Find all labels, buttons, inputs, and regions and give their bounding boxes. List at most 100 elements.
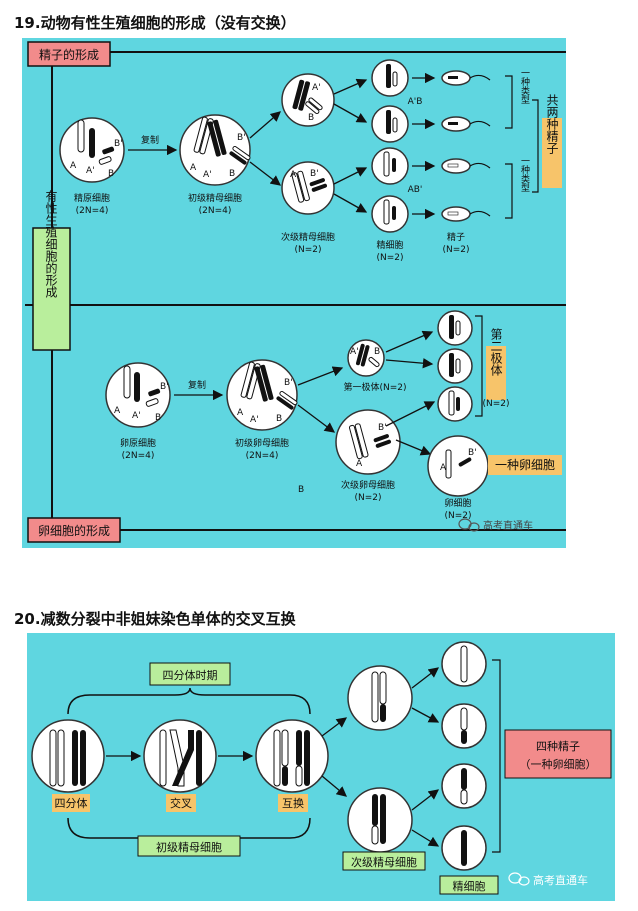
egg-cell: A B'	[427, 435, 489, 497]
svg-text:B': B'	[378, 423, 387, 433]
exchange-cell	[255, 719, 329, 793]
exchange-label: 互换	[282, 796, 304, 810]
primary-spermatocyte-label-20: 初级精母细胞	[156, 840, 222, 854]
svg-text:A': A'	[132, 411, 141, 421]
svg-text:B': B'	[160, 382, 169, 392]
sperm-3	[441, 158, 491, 174]
svg-text:B: B	[229, 169, 235, 179]
genotype-top: A'B	[408, 97, 423, 107]
primary-oocyte-ploidy: (2N=4)	[246, 451, 279, 461]
svg-text:A': A'	[250, 415, 259, 425]
second-polar-body-3	[437, 386, 473, 422]
crossover-cell	[143, 719, 217, 793]
tetrad-period-box	[149, 662, 231, 686]
primary-oocyte-cell: A A' B' B	[226, 359, 298, 431]
svg-text:B: B	[276, 414, 282, 424]
svg-text:B': B'	[284, 378, 293, 388]
figure-20: 四分体时期 四分体 交叉	[27, 633, 615, 901]
type-label-2: 一种类型	[519, 156, 530, 192]
egg-ploidy: (N=2)	[444, 511, 471, 521]
secondary-oocyte-ploidy: (N=2)	[354, 493, 381, 503]
secondary-spermatocyte-bottom-20	[347, 787, 413, 853]
spermatid-1	[371, 59, 409, 97]
secondary-oocyte-label: 次级卵母细胞	[341, 479, 395, 491]
secondary-oocyte-cell: A B'	[335, 409, 401, 475]
figure-20-title: 20.减数分裂中非姐妹染色单体的交叉互换	[14, 610, 296, 628]
sperm-cell-4-20	[441, 825, 487, 871]
one-egg-box	[488, 455, 562, 475]
svg-text:A: A	[356, 459, 363, 469]
crossover-label: 交叉	[170, 796, 192, 810]
spermatid-ploidy: (N=2)	[376, 253, 403, 263]
primary-spermatocyte-label: 初级精母细胞	[188, 192, 242, 204]
crossover-box	[166, 794, 196, 812]
sperm-formation-header	[27, 41, 111, 67]
type-label-1: 一种类型	[519, 68, 530, 104]
svg-text:A': A'	[350, 347, 359, 357]
sperm-cell-label-20: 精细胞	[453, 880, 486, 893]
oogonium-cell: A A' B' B	[105, 362, 171, 428]
primary-spermatocyte-cell: A A' B' B	[179, 114, 251, 186]
one-egg-label: 一种卵细胞	[495, 458, 555, 472]
second-polar-body-ploidy: (N=2)	[482, 399, 509, 409]
fig20-watermark: 高考直通车	[508, 872, 588, 887]
tetrad-label: 四分体	[55, 796, 88, 810]
spermatogonium-cell: A A' B' B	[59, 117, 125, 183]
svg-text:B: B	[155, 413, 161, 423]
second-polar-body-label: 第二极体	[489, 328, 503, 377]
sperm-label: 精子	[447, 231, 465, 243]
oogonium-label: 卵原细胞	[120, 437, 156, 449]
primary-oocyte-label: 初级卵母细胞	[235, 437, 289, 449]
secondary-spermatocyte-label: 次级精母细胞	[281, 231, 335, 243]
spermatogonium-ploidy: (2N=4)	[76, 206, 109, 216]
svg-text:B: B	[374, 347, 380, 357]
svg-text:B': B'	[468, 448, 477, 458]
egg-label: 卵细胞	[444, 497, 471, 509]
sperm-replication-label: 复制	[141, 134, 159, 146]
figure-19: 精子的形成 卵细胞的形成 有性生殖细胞的形成 A A' B' B 精原细胞 (2…	[22, 38, 566, 548]
spermatid-2	[371, 105, 409, 143]
spermatid-label: 精细胞	[376, 239, 403, 251]
four-sperm-label: 四种精子	[536, 739, 580, 753]
figure-19-title: 19.动物有性生殖细胞的形成（没有交换）	[14, 14, 296, 32]
egg-replication-label: 复制	[188, 379, 206, 391]
fig19-watermark: 高考直通车	[458, 518, 533, 532]
one-egg-note: （一种卵细胞）	[520, 757, 597, 771]
first-polar-body-cell: A' B	[347, 339, 385, 377]
sperm-ploidy: (N=2)	[442, 245, 469, 255]
sperm-cell-2-20	[441, 703, 487, 749]
tetrad-box	[52, 794, 90, 812]
svg-text:A': A'	[86, 166, 95, 176]
svg-text:B: B	[308, 113, 314, 123]
svg-text:A: A	[70, 161, 77, 171]
two-sperm-summary: 共两种精子	[545, 94, 559, 154]
svg-text:A: A	[290, 170, 297, 180]
exchange-box	[278, 794, 308, 812]
svg-text:高考直通车: 高考直通车	[483, 519, 533, 532]
svg-text:B': B'	[310, 169, 319, 179]
svg-text:A: A	[190, 163, 197, 173]
svg-text:A: A	[440, 463, 447, 473]
svg-text:高考直通车: 高考直通车	[533, 873, 588, 887]
first-polar-body-label: 第一极体(N=2)	[343, 381, 406, 393]
oogonium-ploidy: (2N=4)	[122, 451, 155, 461]
secondary-spermatocyte-top-cell: A' B	[281, 73, 335, 127]
svg-text:B': B'	[237, 133, 246, 143]
four-sperm-box	[504, 729, 612, 779]
svg-text:A': A'	[312, 83, 321, 93]
egg-formation-footer	[27, 517, 121, 543]
svg-text:B': B'	[114, 139, 123, 149]
side-label-box	[32, 227, 71, 351]
svg-text:B: B	[108, 169, 114, 179]
spermatid-3	[371, 147, 409, 185]
secondary-spermatocyte-ploidy: (N=2)	[294, 245, 321, 255]
spermatogonium-label: 精原细胞	[74, 192, 110, 204]
sperm-cell-box-20	[439, 875, 499, 895]
tetrad-cell	[31, 719, 105, 793]
second-polar-body-box	[486, 346, 506, 400]
two-sperm-summary-box	[542, 118, 562, 188]
secondary-spermatocyte-box-20	[342, 851, 426, 871]
tetrad-period-label: 四分体时期	[163, 668, 218, 682]
primary-spermatocyte-ploidy: (2N=4)	[199, 206, 232, 216]
